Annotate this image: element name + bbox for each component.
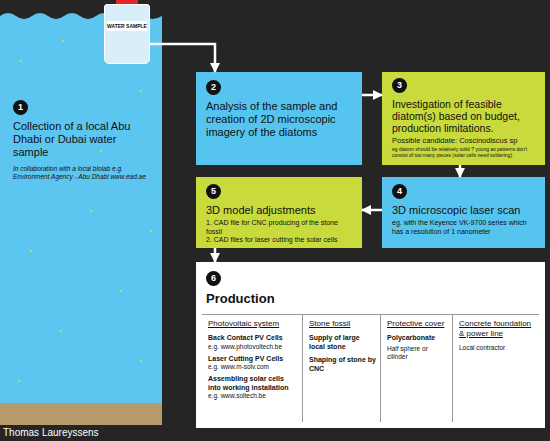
water-bottle: WATER SAMPLE <box>104 4 150 64</box>
step-text: 3D microscopic laser scan <box>392 204 537 217</box>
note-text: eg diatom should be relatively solid ? y… <box>392 146 537 158</box>
column-heading: Protective cover <box>387 319 448 329</box>
process-box: 4 3D microscopic laser scan eg. with the K… <box>382 177 545 248</box>
dot <box>30 250 32 252</box>
flow-arrow <box>459 165 462 177</box>
callout-number: 6 <box>206 271 221 286</box>
callout-number: 5 <box>206 184 221 199</box>
production-column: Protective coverPolycarbonateHalf sphere… <box>380 314 452 422</box>
flow-arrow <box>362 94 382 97</box>
step-text: Analysis of the sample and creation of 2… <box>206 100 352 139</box>
production-column: Photovoltaic systemBack Contact PV Cells… <box>202 314 302 422</box>
section-title: Production <box>206 291 535 306</box>
dot <box>100 150 102 152</box>
column-item: Shaping of stone by CNC <box>309 356 376 373</box>
list-item: 2. CAD files for laser cutting the solar… <box>206 236 354 245</box>
note-text: eg. with the Keyence VK-9700 series whic… <box>392 219 537 236</box>
column-item: Local contractor <box>459 344 535 352</box>
water-column: 1Collection of a local Abu Dhabi or Duba… <box>0 14 162 425</box>
dot <box>150 230 152 232</box>
dot <box>124 40 126 42</box>
step-text: Investigation of feasible diatom(s) base… <box>392 98 537 134</box>
column-heading: Concrete foundation & power line <box>459 319 535 339</box>
production-column: Stone fossilSupply of large local stoneS… <box>302 314 380 422</box>
flow-arrow <box>150 44 215 72</box>
dot <box>62 40 64 42</box>
column-item: Back Contact PV Cells <box>208 334 298 343</box>
dot <box>140 90 142 92</box>
dot <box>60 330 62 332</box>
diatom-dots <box>18 40 152 382</box>
column-item: Laser Cutting PV Cells <box>208 355 298 364</box>
callout-number: 2 <box>206 80 221 95</box>
step-text: 3D model adjustments <box>206 204 354 217</box>
column-heading: Photovoltaic system <box>208 319 298 329</box>
dot <box>90 210 92 212</box>
dot <box>112 46 114 48</box>
bottle-cap <box>116 0 138 8</box>
production-column: Concrete foundation & power lineLocal co… <box>452 314 539 422</box>
step-text: Collection of a local Abu Dhabi or Dubai… <box>13 120 150 159</box>
sand <box>0 403 162 425</box>
dot <box>140 360 142 362</box>
dot <box>18 380 20 382</box>
process-box: 3Investigation of feasible diatom(s) bas… <box>382 72 545 165</box>
column-item: e.g. www.m-solv.com <box>208 363 298 371</box>
callout-number: 4 <box>392 184 407 199</box>
column-item: Supply of large local stone <box>309 334 376 351</box>
water-column <box>0 13 162 425</box>
flow-arrow <box>362 209 382 212</box>
dot <box>120 290 122 292</box>
credit-text: Thomas Laureyssens <box>3 427 99 439</box>
process-box: 2Analysis of the sample and creation of … <box>196 72 362 165</box>
column-item: Assembling solar cells into working inst… <box>208 375 298 392</box>
dot <box>20 60 22 62</box>
process-box: 5 3D model adjustments 1. CAD file for CNC… <box>196 177 362 248</box>
bottle-dots <box>112 40 134 54</box>
note-text: In collaboration with a local biolab e.g… <box>13 165 150 181</box>
list-item: 1. CAD file for CNC producing of the sto… <box>206 219 354 236</box>
dot <box>132 52 134 54</box>
bottle-label: WATER SAMPLE <box>107 21 147 31</box>
column-heading: Stone fossil <box>309 319 376 329</box>
flow-arrow <box>214 248 217 262</box>
column-item: Half sphere or cilinder <box>387 345 448 361</box>
callout-number: 3 <box>392 78 407 93</box>
candidate-text: Possible candidate: Coscinodiscus sp <box>392 136 537 145</box>
column-item: Polycarbonate <box>387 334 448 343</box>
column-item: e.g. www.photovoltech.be <box>208 343 298 351</box>
column-item: e.g. www.soltech.be <box>208 392 298 400</box>
production-box: 6ProductionPhotovoltaic systemBack Conta… <box>196 262 545 428</box>
callout-number: 1 <box>13 100 28 115</box>
